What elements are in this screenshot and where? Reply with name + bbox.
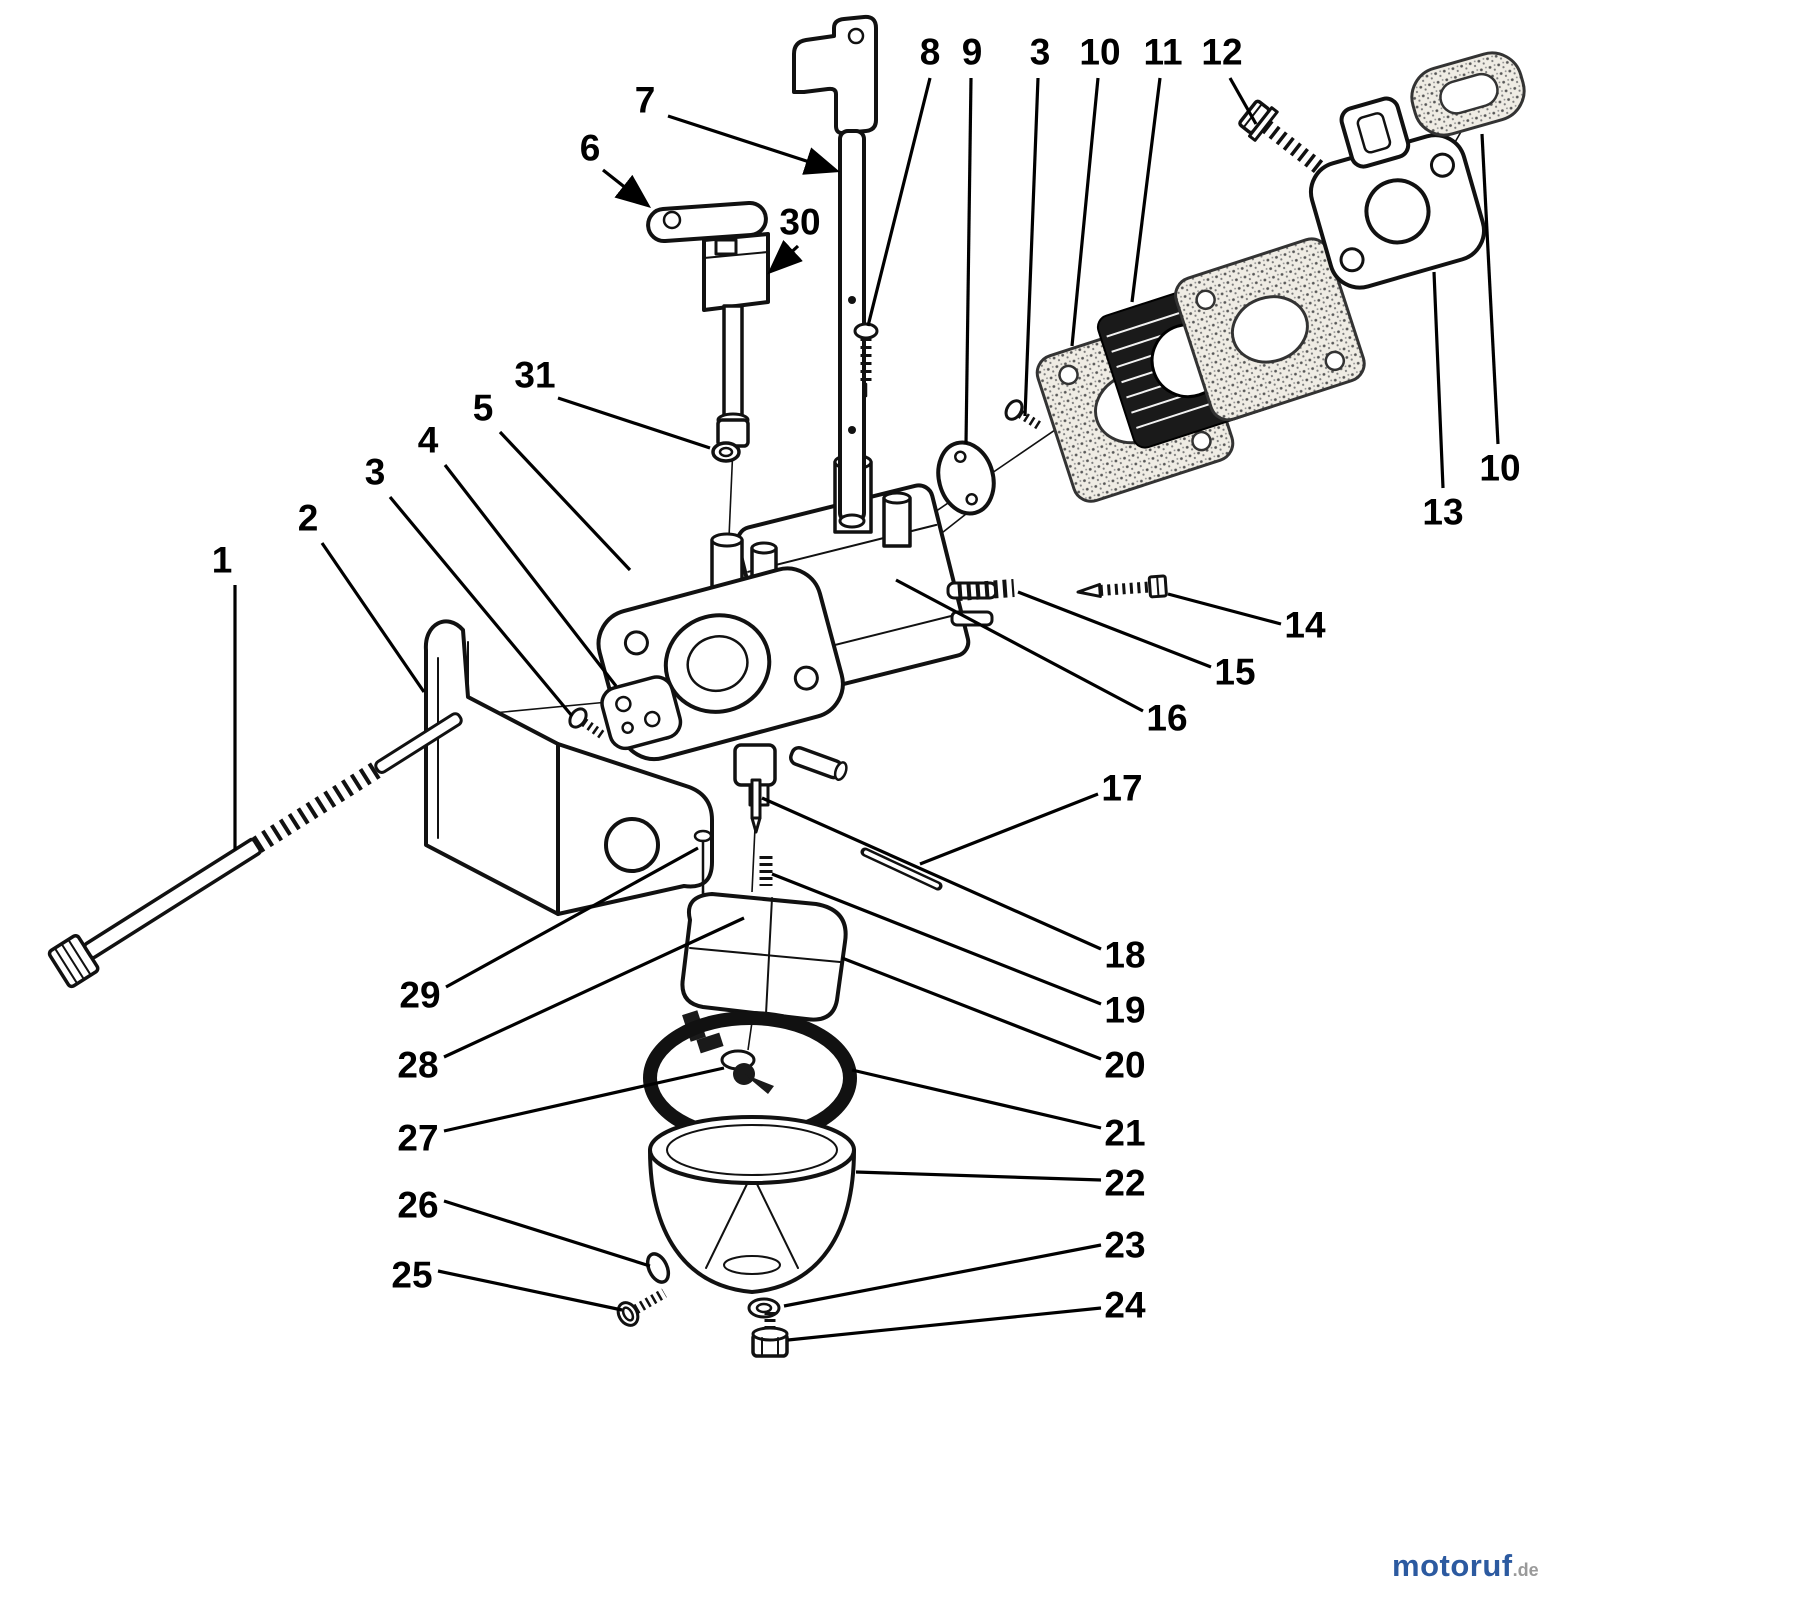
callout-21: 21 — [1104, 1112, 1146, 1154]
part-2-bracket — [423, 619, 714, 916]
part-4-gasket-plate — [600, 675, 683, 751]
callout-2: 2 — [297, 497, 319, 539]
callout-7: 7 — [634, 79, 656, 121]
part-7-throttle-shaft — [792, 14, 878, 529]
leader-line-11 — [1130, 77, 1162, 303]
callout-10a: 10 — [1079, 31, 1121, 73]
callout-20: 20 — [1104, 1044, 1146, 1086]
leader-line-3b — [1023, 77, 1040, 417]
leader-line-12 — [1228, 77, 1258, 125]
part-25-screw — [616, 1288, 667, 1327]
callout-18: 18 — [1104, 934, 1146, 976]
leader-line-16 — [895, 578, 1144, 713]
part-13-mounting-flange — [1309, 96, 1486, 290]
watermark-brand: motoruf — [1392, 1548, 1513, 1583]
callout-9: 9 — [961, 31, 983, 73]
part-27-drain-valve — [720, 1049, 774, 1094]
part-20-float — [680, 892, 848, 1054]
leader-line-6 — [602, 168, 652, 208]
callout-5: 5 — [472, 387, 494, 429]
callout-15: 15 — [1214, 651, 1256, 693]
callout-30: 30 — [779, 201, 821, 243]
leader-line-27 — [443, 1066, 725, 1133]
leader-line-19 — [771, 872, 1102, 1006]
part-10-gasket-rear — [1174, 237, 1366, 422]
leader-line-13 — [1432, 271, 1445, 489]
watermark-tld: .de — [1512, 1560, 1539, 1580]
part-29-main-nozzle — [693, 829, 713, 902]
leader-line-7 — [667, 114, 841, 175]
callout-28: 28 — [397, 1044, 439, 1086]
part-26-washer-clip — [645, 1252, 671, 1284]
part-15-spring — [957, 579, 1015, 601]
part-18-inlet-needle — [750, 778, 762, 834]
leader-line-25 — [437, 1269, 623, 1312]
callout-13: 13 — [1422, 491, 1464, 533]
leader-line-14 — [1167, 592, 1282, 626]
callout-17: 17 — [1101, 767, 1143, 809]
part-8-idle-screw — [853, 322, 879, 398]
leader-line-26 — [443, 1199, 651, 1268]
part-6-choke-shaft — [646, 201, 770, 448]
callout-27: 27 — [397, 1117, 439, 1159]
callout-26: 26 — [397, 1184, 439, 1226]
callout-3b: 3 — [1029, 31, 1051, 73]
leader-line-31 — [557, 396, 711, 450]
callout-14: 14 — [1284, 604, 1326, 646]
callout-22: 22 — [1104, 1162, 1146, 1204]
callout-31: 31 — [514, 354, 556, 396]
part-3-screw-top — [1004, 399, 1042, 430]
callout-10b: 10 — [1479, 447, 1521, 489]
callout-12: 12 — [1201, 31, 1243, 73]
callout-8: 8 — [919, 31, 941, 73]
part-10-gasket-small — [1410, 51, 1526, 137]
leader-line-23 — [783, 1243, 1102, 1308]
part-14-needle-screw — [1076, 574, 1168, 599]
callout-1: 1 — [211, 539, 233, 581]
leader-line-18 — [761, 796, 1102, 951]
part-24-bowl-bolt — [751, 1312, 789, 1358]
leader-line-22 — [855, 1170, 1102, 1182]
part-17-float-pin — [860, 847, 943, 891]
part-5-carburetor-body — [596, 453, 998, 807]
callout-24: 24 — [1104, 1284, 1146, 1326]
callout-11: 11 — [1143, 31, 1183, 73]
leader-line-17 — [919, 792, 1099, 866]
watermark: motoruf.de — [1392, 1548, 1539, 1584]
part-1-hex-bolt — [47, 712, 463, 989]
leader-line-10a — [1070, 77, 1100, 347]
callout-6: 6 — [579, 127, 601, 169]
leader-line-8 — [866, 77, 932, 327]
callout-25: 25 — [391, 1254, 433, 1296]
leader-line-24 — [787, 1306, 1102, 1342]
leader-line-10b — [1480, 133, 1500, 445]
part-31-bushing — [711, 441, 741, 463]
callout-23: 23 — [1104, 1224, 1146, 1266]
leader-line-28 — [443, 916, 745, 1059]
leader-line-15 — [1017, 590, 1212, 669]
leader-line-9 — [964, 77, 973, 445]
callout-19: 19 — [1104, 989, 1146, 1031]
part-9-choke-plate — [936, 440, 996, 516]
part-22-float-bowl — [648, 1115, 856, 1294]
leader-line-2 — [320, 542, 426, 693]
leader-line-21 — [851, 1068, 1102, 1130]
leader-line-29 — [445, 846, 699, 989]
leader-line-4 — [443, 464, 618, 687]
callout-3a: 3 — [364, 451, 386, 493]
leader-line-3a — [388, 495, 574, 718]
leader-line-5 — [498, 430, 632, 572]
leader-line-20 — [841, 956, 1102, 1061]
leader-line-30 — [767, 239, 803, 275]
callout-4: 4 — [417, 419, 439, 461]
callout-16: 16 — [1146, 697, 1188, 739]
leader-lines — [233, 77, 1500, 1342]
callout-29: 29 — [399, 974, 441, 1016]
